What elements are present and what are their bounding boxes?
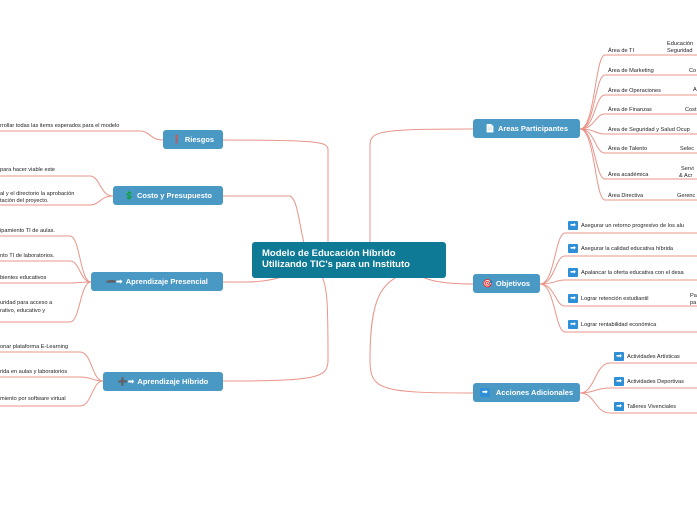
exclamation-icon: ❗ xyxy=(171,135,182,144)
target-icon: 🎯 xyxy=(482,279,493,288)
plus-arrow-icon: ➕➡ xyxy=(117,377,135,386)
branch-aprendizaje-hibrido[interactable]: ➕➡ Aprendizaje Híbrido xyxy=(103,372,223,391)
presencial-item-4a[interactable]: uridad para acceso a xyxy=(0,300,53,306)
accion-label: Actividades Artísticas xyxy=(627,353,680,360)
costo-item[interactable]: para hacer viable este xyxy=(0,167,56,173)
area-sub-item[interactable]: Gerenc xyxy=(677,193,696,199)
arrow-right-icon: ➡ xyxy=(614,402,624,411)
hibrido-item[interactable]: miento por software virtual xyxy=(0,396,66,402)
hibrido-item[interactable]: rida en aulas y laboratorios xyxy=(0,369,68,375)
arrow-right-icon: ➡ xyxy=(568,320,578,329)
branch-aprendizaje-presencial[interactable]: ➖➡ Aprendizaje Presencial xyxy=(91,272,223,291)
central-topic[interactable]: Modelo de Educación Híbrido Utilizando T… xyxy=(252,242,446,278)
central-topic-line2: Utilizando TIC's para un Instituto xyxy=(262,259,410,270)
objetivo-label: Lograr rentabilidad económica xyxy=(581,321,657,328)
objetivo-label: Apalancar la oferta educativa con el des… xyxy=(581,269,684,276)
arrow-right-icon: ➡ xyxy=(568,268,578,277)
branch-areas-participantes[interactable]: 📄 Areas Participantes xyxy=(473,119,580,138)
area-sub-item[interactable]: Servi xyxy=(681,166,694,172)
objetivo-sub-item: pa xyxy=(690,300,697,306)
objetivo-label: Lograr retención estudiantil xyxy=(581,295,649,302)
accion-label: Talleres Vivenciales xyxy=(627,403,677,410)
branch-presencial-label: Aprendizaje Presencial xyxy=(125,277,208,286)
presencial-item-4b: rativo, educativo y xyxy=(0,308,46,314)
objetivo-item[interactable]: ➡ Lograr rentabilidad económica xyxy=(568,320,656,329)
central-topic-line1: Modelo de Educación Híbrido xyxy=(262,248,396,259)
objetivo-item[interactable]: ➡ Asegurar la calidad educativa híbrida xyxy=(568,244,673,253)
branch-acciones-label: Acciones Adicionales xyxy=(495,388,574,397)
branch-costo-label: Costo y Presupuesto xyxy=(136,191,212,200)
area-sub-item[interactable]: A xyxy=(693,87,697,93)
branch-riesgos-label: Riesgos xyxy=(184,135,215,144)
area-item[interactable]: Área de Seguridad y Salud Ocup xyxy=(608,127,690,133)
arrow-right-icon: ➡ xyxy=(614,377,624,386)
arrow-right-icon: ➡ xyxy=(614,352,624,361)
presencial-item[interactable]: ipamiento TI de aulas. xyxy=(0,228,55,234)
objetivo-sub-item[interactable]: Pa xyxy=(690,293,697,299)
arrow-right-icon: ➡ xyxy=(568,294,578,303)
area-sub-item[interactable]: Cost xyxy=(685,107,697,113)
area-item[interactable]: Área académica xyxy=(608,172,649,178)
objetivo-item[interactable]: ➡ Lograr retención estudiantil xyxy=(568,294,648,303)
branch-hibrido-label: Aprendizaje Híbrido xyxy=(137,377,209,386)
minus-arrow-icon: ➖➡ xyxy=(106,277,123,286)
accion-label: Actividades Deportivas xyxy=(627,378,684,385)
costo-item-2a[interactable]: al y el directorio la aprobación xyxy=(0,191,75,197)
dollar-icon: 💲 xyxy=(124,191,134,200)
presencial-item[interactable]: nto TI de laboratorios. xyxy=(0,253,55,259)
area-sub-item[interactable]: Seguridad xyxy=(667,48,693,54)
area-item[interactable]: Área de TI xyxy=(608,48,635,54)
presencial-item[interactable]: bientes educativos xyxy=(0,275,47,281)
area-item[interactable]: Área de Operaciones xyxy=(608,88,661,94)
branch-riesgos[interactable]: ❗ Riesgos xyxy=(163,130,223,149)
accion-item[interactable]: ➡ Actividades Artísticas xyxy=(614,352,680,361)
area-item[interactable]: Área Directiva xyxy=(608,193,644,199)
accion-item[interactable]: ➡ Talleres Vivenciales xyxy=(614,402,676,411)
accion-item[interactable]: ➡ Actividades Deportivas xyxy=(614,377,684,386)
document-icon: 📄 xyxy=(484,124,495,133)
area-sub-item[interactable]: Educación xyxy=(667,41,694,47)
area-item[interactable]: Área de Finanzas xyxy=(608,107,652,113)
branch-areas-label: Areas Participantes xyxy=(497,124,568,133)
objetivo-label: Asegurar un retorno progresivo de los al… xyxy=(581,222,684,229)
objetivo-label: Asegurar la calidad educativa híbrida xyxy=(581,245,674,252)
costo-item-2b: tación del proyecto. xyxy=(0,198,49,204)
objetivo-item[interactable]: ➡ Apalancar la oferta educativa con el d… xyxy=(568,268,684,277)
hibrido-item[interactable]: onar plataforma E-Learning xyxy=(0,344,69,350)
branch-costo-presupuesto[interactable]: 💲 Costo y Presupuesto xyxy=(113,186,223,205)
area-sub-item: & Acr xyxy=(679,173,693,179)
riesgos-item[interactable]: rrollar todas las items esperados para e… xyxy=(0,123,120,129)
area-item[interactable]: Área de Talento xyxy=(608,146,648,152)
area-sub-item[interactable]: Co xyxy=(689,68,697,74)
branch-acciones-adicionales[interactable]: ➡ Acciones Adicionales xyxy=(473,383,580,402)
arrow-right-icon: ➡ xyxy=(479,388,490,397)
branch-objetivos-label: Objetivos xyxy=(495,279,531,288)
arrow-right-icon: ➡ xyxy=(568,244,578,253)
arrow-right-icon: ➡ xyxy=(568,221,578,230)
objetivo-item[interactable]: ➡ Asegurar un retorno progresivo de los … xyxy=(568,221,684,230)
area-item[interactable]: Área de Marketing xyxy=(608,68,654,74)
area-sub-item[interactable]: Selec xyxy=(680,146,694,152)
branch-objetivos[interactable]: 🎯 Objetivos xyxy=(473,274,540,293)
